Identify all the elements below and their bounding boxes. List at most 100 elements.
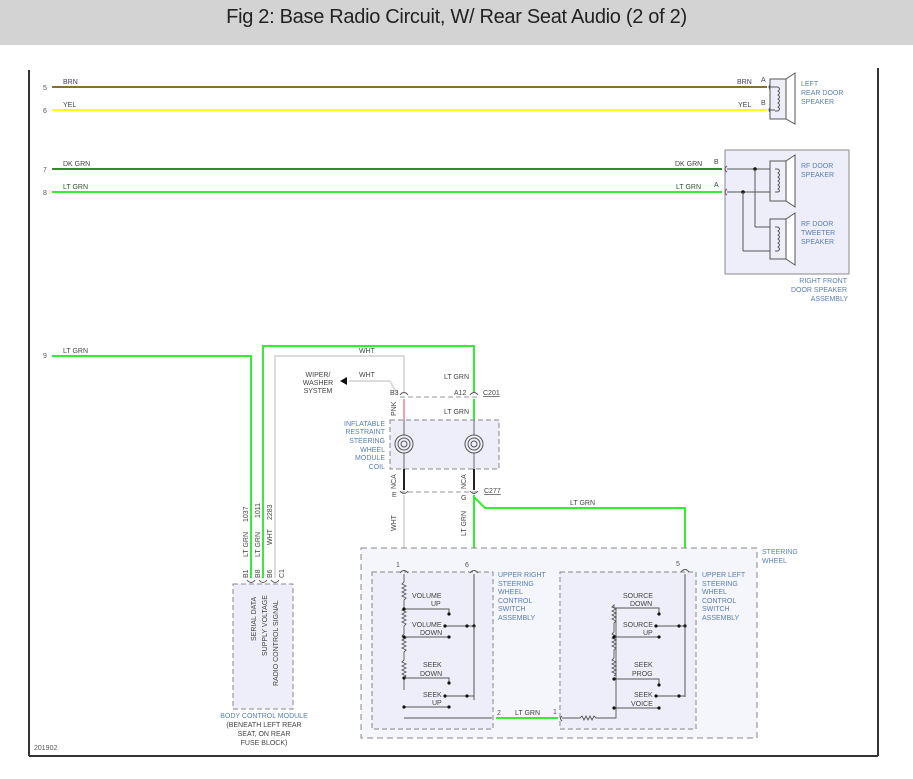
svg-text:WHEEL: WHEEL (762, 558, 787, 565)
assembly-label: RIGHT FRONT (799, 278, 847, 285)
svg-text:1037: 1037 (243, 506, 250, 522)
row-number: 7 (43, 167, 47, 174)
svg-text:UP: UP (432, 700, 442, 707)
svg-text:DOOR SPEAKER: DOOR SPEAKER (791, 287, 847, 294)
svg-text:TWEETER: TWEETER (801, 230, 835, 237)
svg-text:ASSEMBLY: ASSEMBLY (702, 615, 740, 622)
svg-text:B1: B1 (243, 569, 250, 578)
wire-color-label-right: LT GRN (676, 184, 701, 191)
svg-text:2283: 2283 (267, 504, 274, 520)
svg-text:WHEEL: WHEEL (498, 589, 523, 596)
row-number: 8 (43, 190, 47, 197)
wire-color-label: LT GRN (63, 348, 88, 355)
svg-text:LT GRN: LT GRN (570, 500, 595, 507)
svg-text:REAR DOOR: REAR DOOR (801, 90, 843, 97)
pin-label: A (714, 182, 719, 189)
svg-text:PROG: PROG (632, 671, 653, 678)
connector-name: C277 (484, 488, 501, 495)
svg-text:1: 1 (396, 562, 400, 569)
svg-text:ASSEMBLY: ASSEMBLY (811, 296, 849, 303)
wire-row-9: 9 LT GRN (43, 348, 252, 578)
wire-lt-grn-pin5 (473, 496, 686, 568)
switch-label: VOLUME (412, 622, 442, 629)
svg-text:WHEEL: WHEEL (702, 589, 727, 596)
rf-tweeter-label: RF DOOR (801, 221, 833, 228)
svg-text:STEERING: STEERING (349, 438, 385, 445)
inflatable-restraint-coil: INFLATABLE RESTRAINT STEERING WHEEL MODU… (344, 419, 500, 471)
svg-text:C1: C1 (279, 569, 286, 578)
pin-label: B (761, 100, 766, 107)
svg-text:UP: UP (643, 630, 653, 637)
svg-text:LT GRN: LT GRN (444, 374, 469, 381)
svg-text:SYSTEM: SYSTEM (304, 388, 333, 395)
svg-text:COIL: COIL (369, 464, 385, 471)
svg-text:UPPER LEFT: UPPER LEFT (702, 572, 746, 579)
svg-text:LT GRN: LT GRN (243, 532, 250, 557)
switch-label: SEEK (634, 692, 653, 699)
upper-right-switch-assembly: 1 6 VOLUME UP VOLUME DOWN SEEK DOWN SEEK… (371, 562, 547, 730)
wire-color-label: DK GRN (63, 161, 90, 168)
svg-text:(BENEATH LEFT REAR: (BENEATH LEFT REAR (226, 722, 301, 729)
svg-text:SPEAKER: SPEAKER (801, 239, 834, 246)
svg-text:CONTROL: CONTROL (702, 598, 736, 605)
svg-text:STEERING: STEERING (498, 581, 534, 588)
pin-label: B (714, 159, 719, 166)
svg-text:DOWN: DOWN (420, 630, 442, 637)
svg-text:SPEAKER: SPEAKER (801, 172, 834, 179)
svg-text:PNK: PNK (391, 401, 398, 416)
wire-color-label-right: BRN (737, 79, 752, 86)
svg-text:INFLATABLE: INFLATABLE (344, 421, 385, 428)
connector-c201: B3 A12 C201 LT GRN (390, 374, 500, 398)
svg-text:A12: A12 (454, 390, 467, 397)
svg-text:SEAT, ON REAR: SEAT, ON REAR (238, 731, 291, 738)
svg-text:RESTRAINT: RESTRAINT (345, 429, 385, 436)
svg-text:DOWN: DOWN (630, 601, 652, 608)
svg-text:6: 6 (465, 562, 469, 569)
body-control-module: B1 B8 B6 C1 LT GRN LT GRN WHT 1037 1011 … (220, 503, 308, 747)
svg-text:WHT: WHT (359, 372, 376, 379)
wire-row-8: 8 LT GRN LT GRN A (43, 182, 722, 197)
svg-text:LT GRN: LT GRN (444, 409, 469, 416)
wire-color-label: YEL (63, 102, 76, 109)
svg-text:WHT: WHT (267, 528, 274, 545)
svg-text:BODY CONTROL MODULE: BODY CONTROL MODULE (220, 713, 308, 720)
svg-text:STEERING: STEERING (702, 581, 738, 588)
svg-text:NCA: NCA (461, 474, 468, 489)
wire-row-5: 5 BRN BRN A (43, 77, 767, 92)
right-front-door-speaker-assembly: RF DOOR SPEAKER RF DOOR TWEETER SPEAKER … (724, 149, 850, 303)
row-number: 9 (43, 353, 47, 360)
wire-wht-2283 (274, 355, 405, 578)
svg-text:1011: 1011 (255, 503, 262, 518)
svg-text:UPPER RIGHT: UPPER RIGHT (498, 572, 547, 579)
switch-label: VOLUME (412, 593, 442, 600)
svg-text:CONTROL: CONTROL (498, 598, 532, 605)
svg-text:WHT: WHT (391, 514, 398, 531)
svg-text:2: 2 (497, 710, 501, 717)
switch-label: SOURCE (623, 622, 653, 629)
svg-text:FUSE BLOCK): FUSE BLOCK) (241, 740, 288, 747)
title-bar: Fig 2: Base Radio Circuit, W/ Rear Seat … (0, 0, 913, 45)
switch-label: SEEK (423, 662, 442, 669)
svg-text:NCA: NCA (391, 474, 398, 489)
wiper-washer-system: WHT WIPER/ WASHER SYSTEM (303, 372, 397, 395)
svg-text:SWITCH: SWITCH (702, 606, 730, 613)
svg-text:UP: UP (431, 601, 441, 608)
upper-left-switch-assembly: 5 1 SOURCE DOWN SOURCE UP SEEK PROG SEEK… (553, 561, 746, 730)
svg-text:MODULE: MODULE (355, 455, 385, 462)
switch-label: SOURCE (623, 593, 653, 600)
svg-text:VOICE: VOICE (631, 701, 653, 708)
connector-name: C201 (483, 390, 500, 397)
arrow-icon (340, 377, 347, 385)
wire-color-label: BRN (63, 79, 78, 86)
wire-lt-grn-1011 (262, 345, 475, 578)
wire-lt-grn-1037 (52, 355, 252, 578)
svg-text:SPEAKER: SPEAKER (801, 99, 834, 106)
svg-text:WIPER/: WIPER/ (306, 372, 331, 379)
svg-text:B8: B8 (255, 569, 262, 578)
svg-text:E: E (392, 492, 397, 499)
speaker-label: LEFT (801, 81, 819, 88)
svg-text:RADIO CONTROL SIGNAL: RADIO CONTROL SIGNAL (273, 600, 280, 686)
figure-id: 201902 (34, 745, 57, 752)
row-number: 5 (43, 85, 47, 92)
svg-text:ASSEMBLY: ASSEMBLY (498, 615, 536, 622)
